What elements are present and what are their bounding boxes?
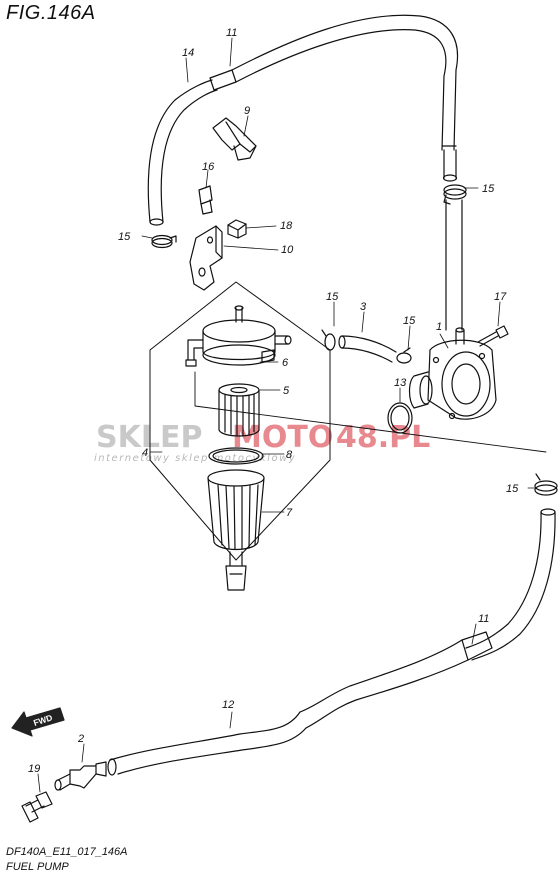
nut-part-18 [227, 219, 247, 239]
upper-hose [147, 14, 459, 226]
figure-code: DF140A_E11_017_146A [6, 846, 128, 858]
hose-part-3 [321, 329, 412, 364]
bolt-part-16 [198, 185, 213, 215]
o-ring-part-8 [208, 447, 264, 465]
callout-3: 3 [360, 301, 367, 313]
callout-1: 1 [436, 321, 442, 333]
leader-filter-to-pump [194, 371, 547, 453]
callout-10: 10 [281, 244, 294, 256]
callout-15-left: 15 [118, 231, 131, 243]
callout-15-lower-right: 15 [506, 483, 519, 495]
watermark-tagline: internetowy sklep motocyklowy [94, 453, 296, 464]
callout-5: 5 [283, 385, 290, 397]
figure-title: FIG.146A [6, 2, 96, 24]
filter-head-part-6 [185, 305, 292, 367]
o-ring-part-13 [387, 402, 413, 434]
callout-11-top: 11 [226, 27, 237, 39]
callout-19: 19 [28, 763, 40, 775]
callout-15-hose-right: 15 [403, 315, 416, 327]
callout-13: 13 [394, 377, 407, 389]
callout-9: 9 [244, 105, 250, 117]
clamp-part-15-lower-right [534, 473, 558, 496]
pump-inlet-hose [445, 199, 463, 331]
callout-15-upper-right: 15 [482, 183, 495, 195]
callout-6: 6 [282, 357, 289, 369]
fwd-arrow: FWD [11, 707, 65, 737]
callout-16: 16 [202, 161, 215, 173]
lower-hose [54, 508, 556, 791]
watermark-brand-right: 48.PL [336, 420, 430, 455]
clip-part-9 [212, 117, 257, 161]
callout-11-lower: 11 [478, 613, 489, 625]
callout-7: 7 [286, 507, 293, 519]
callout-18: 18 [280, 220, 293, 232]
callout-14: 14 [182, 47, 194, 59]
callout-12: 12 [222, 699, 234, 711]
filter-bowl-part-7 [207, 469, 265, 591]
watermark-brand-mid: MOTO [232, 420, 333, 455]
callout-8: 8 [286, 449, 293, 461]
watermark-brand-left: SKLEP [96, 420, 202, 455]
figure-name: FUEL PUMP [6, 861, 69, 873]
bolt-part-17 [477, 325, 509, 347]
part-19-pipe [21, 791, 53, 823]
clamp-part-15-left [151, 234, 177, 249]
callout-labels: 14 11 9 16 15 18 10 15 3 15 15 1 17 13 6… [28, 27, 519, 775]
callout-2: 2 [77, 733, 84, 745]
callout-15-hose-left: 15 [326, 291, 339, 303]
clamp-part-15-upper-right [443, 184, 467, 205]
fuel-pump-part-1 [408, 327, 497, 420]
filter-element-part-5 [218, 383, 260, 437]
callout-17: 17 [494, 291, 507, 303]
leader-lines [37, 37, 537, 793]
bracket-part-10 [189, 225, 223, 291]
callout-4: 4 [142, 447, 148, 459]
